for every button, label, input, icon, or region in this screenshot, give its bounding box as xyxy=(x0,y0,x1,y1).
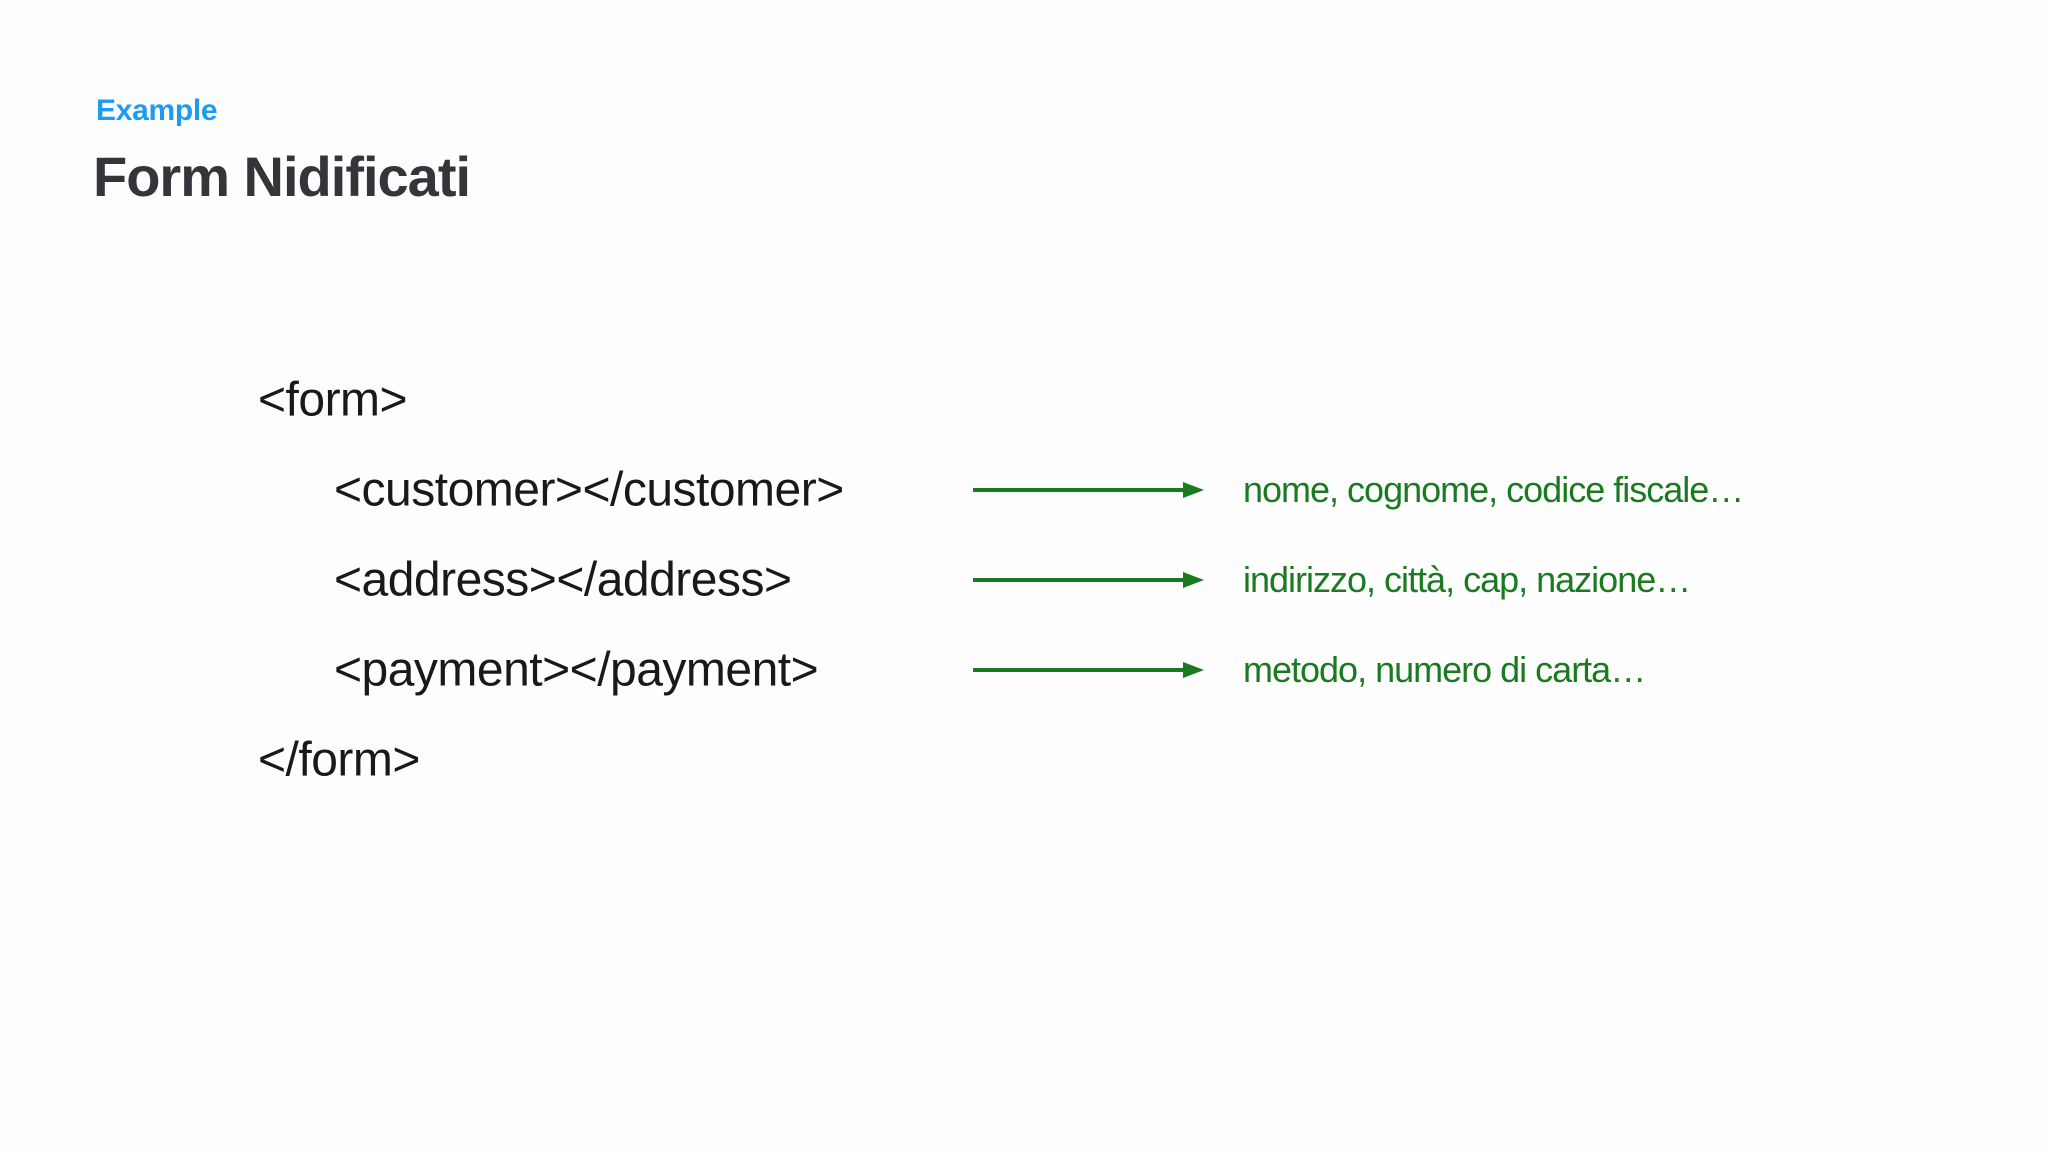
form-close-tag: </form> xyxy=(258,733,420,787)
address-fields-description: indirizzo, città, cap, nazione… xyxy=(1243,559,1691,601)
address-tag: <address></address> xyxy=(334,553,792,607)
example-label: Example xyxy=(96,94,218,127)
form-open-tag: <form> xyxy=(258,373,408,427)
page-title: Form Nidificati xyxy=(93,145,471,208)
code-line-form-open: <form> xyxy=(0,355,2048,445)
payment-fields-description: metodo, numero di carta… xyxy=(1243,649,1646,691)
code-block: <form> <customer></customer> nome, cogno… xyxy=(0,355,2048,805)
code-line-customer: <customer></customer> nome, cognome, cod… xyxy=(0,445,2048,535)
code-line-address: <address></address> indirizzo, città, ca… xyxy=(0,535,2048,625)
code-line-payment: <payment></payment> metodo, numero di ca… xyxy=(0,625,2048,715)
payment-tag: <payment></payment> xyxy=(334,643,819,697)
customer-tag: <customer></customer> xyxy=(334,463,844,517)
customer-fields-description: nome, cognome, codice fiscale… xyxy=(1243,469,1744,511)
arrow-right-icon xyxy=(973,662,1204,678)
arrow-right-icon xyxy=(973,482,1204,498)
arrow-right-icon xyxy=(973,572,1204,588)
code-line-form-close: </form> xyxy=(0,715,2048,805)
